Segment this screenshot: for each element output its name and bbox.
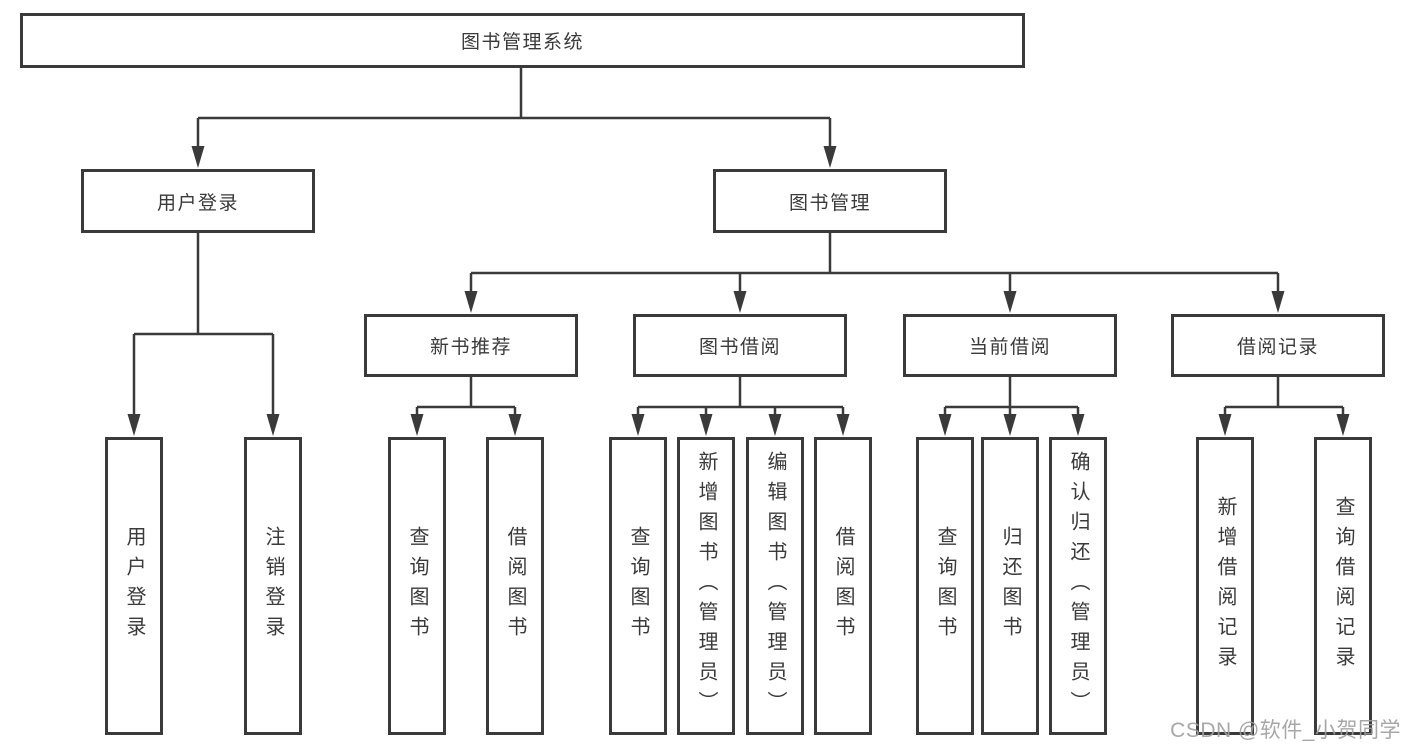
leaf-query-books-recommend: 查询图书 [388, 437, 446, 735]
node-label: 新增图书（管理员） [695, 451, 717, 721]
node-library-management-system: 图书管理系统 [20, 13, 1025, 68]
leaf-query-books-current: 查询图书 [916, 437, 974, 735]
node-book-management: 图书管理 [713, 169, 947, 233]
node-label: 借阅图书 [504, 526, 526, 646]
node-label: 新书推荐 [429, 337, 512, 358]
leaf-add-borrow-record: 新增借阅记录 [1196, 437, 1254, 735]
node-label: 确认归还（管理员） [1067, 451, 1089, 721]
node-label: 图书借阅 [698, 337, 781, 358]
node-label: 新增借阅记录 [1214, 496, 1236, 676]
node-label: 用户登录 [123, 526, 145, 646]
leaf-query-books-borrowing: 查询图书 [609, 437, 667, 735]
leaf-logout: 注销登录 [244, 437, 302, 735]
node-label: 归还图书 [999, 526, 1021, 646]
node-label: 当前借阅 [968, 337, 1051, 358]
node-label: 用户登录 [156, 192, 239, 214]
node-label: 查询借阅记录 [1332, 496, 1354, 676]
node-label: 图书管理系统 [460, 32, 584, 53]
node-label: 图书管理 [788, 192, 871, 214]
leaf-borrow-books-recommend: 借阅图书 [486, 437, 544, 735]
node-new-book-recommendation: 新书推荐 [364, 314, 578, 377]
node-label: 编辑图书（管理员） [764, 451, 786, 721]
leaf-user-login: 用户登录 [105, 437, 163, 735]
node-label: 查询图书 [627, 526, 649, 646]
leaf-return-books: 归还图书 [981, 437, 1039, 735]
node-label: 借阅记录 [1236, 337, 1319, 358]
node-book-borrowing: 图书借阅 [633, 314, 847, 377]
node-user-login: 用户登录 [81, 169, 315, 233]
node-label: 查询图书 [406, 526, 428, 646]
arrowheads [127, 146, 1350, 436]
leaf-borrow-books-borrowing: 借阅图书 [814, 437, 872, 735]
node-borrowing-records: 借阅记录 [1171, 314, 1385, 377]
node-label: 借阅图书 [832, 526, 854, 646]
node-current-borrowing: 当前借阅 [903, 314, 1117, 377]
leaf-add-book-admin: 新增图书（管理员） [677, 437, 735, 735]
csdn-watermark: CSDN @软件_小贺同学 [1170, 719, 1401, 742]
leaf-confirm-return-admin: 确认归还（管理员） [1049, 437, 1107, 735]
node-label: 查询图书 [934, 526, 956, 646]
leaf-query-borrow-record: 查询借阅记录 [1314, 437, 1372, 735]
leaf-edit-book-admin: 编辑图书（管理员） [746, 437, 804, 735]
node-label: 注销登录 [262, 526, 284, 646]
